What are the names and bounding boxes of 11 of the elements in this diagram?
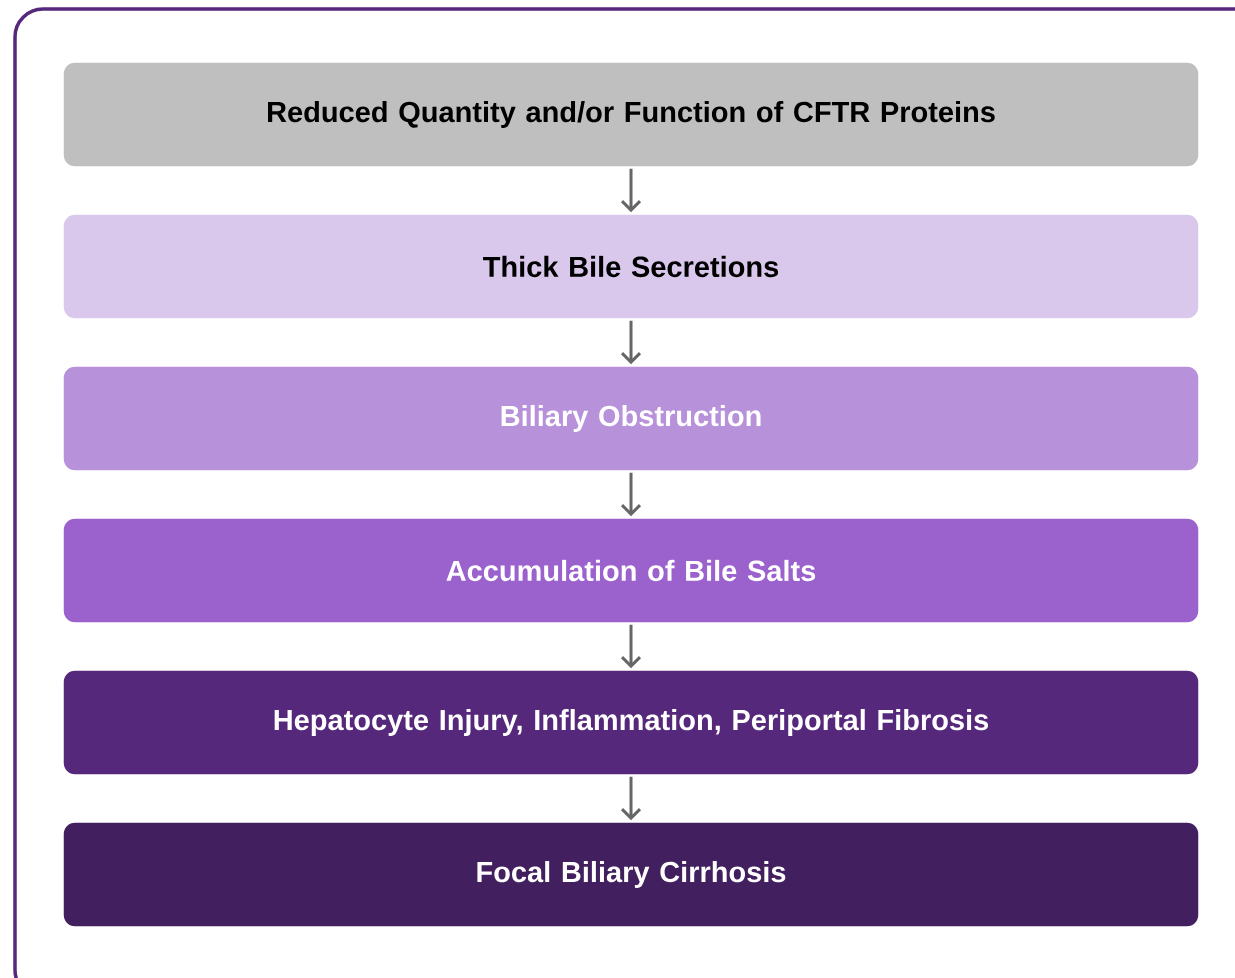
process-box: Biliary Obstruction — [62, 365, 1200, 472]
arrow — [620, 472, 642, 517]
process-box: Reduced Quantity and/or Function of CFTR Proteins — [62, 61, 1200, 168]
arrow — [620, 776, 642, 821]
process-box: Thick Bile Secretions — [62, 213, 1200, 320]
process-box: Focal Biliary Cirrhosis — [62, 821, 1200, 928]
process-box: Hepatocyte Injury, Inflammation, Periportal Fibrosis — [62, 669, 1200, 776]
process-box: Accumulation of Bile Salts — [62, 517, 1200, 624]
arrow — [620, 624, 642, 669]
arrow — [620, 168, 642, 213]
arrow — [620, 320, 642, 365]
